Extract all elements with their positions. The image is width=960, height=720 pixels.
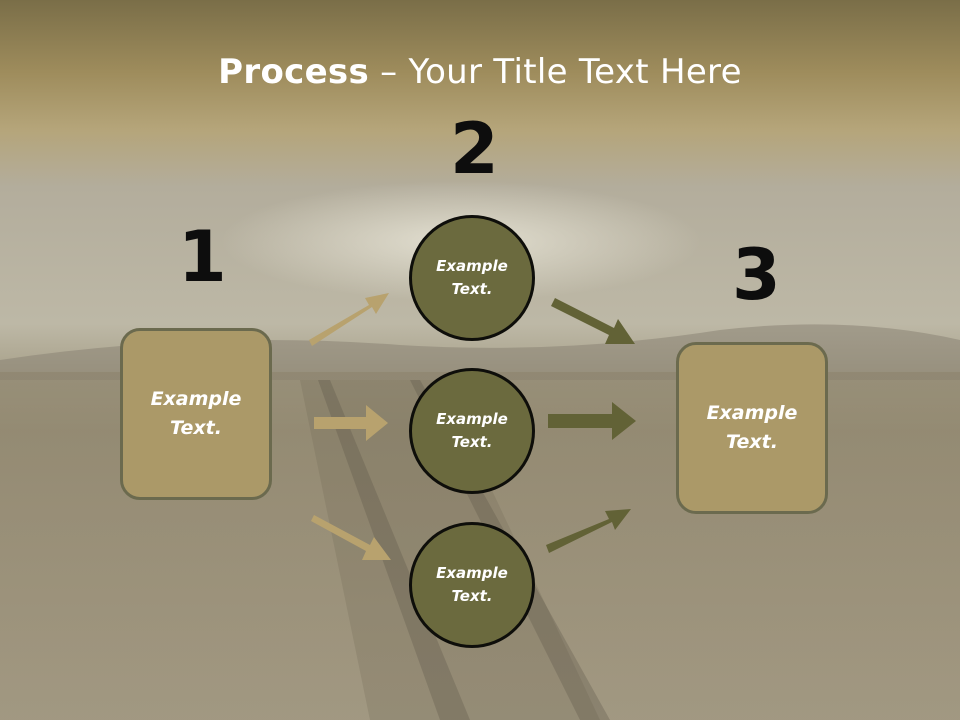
title-separator: – [369, 52, 409, 92]
arrow-middle-to-right [548, 402, 636, 440]
step-number-3: 3 [732, 234, 781, 316]
circle-middle-text: Example Text. [436, 410, 508, 451]
title-bold: Process [218, 52, 370, 92]
left-box-text: Example Text. [150, 388, 242, 439]
arrow-left-to-bottom [311, 515, 391, 560]
right-box-text: Example Text. [706, 402, 798, 453]
left-box[interactable]: Example Text. [120, 328, 272, 500]
circle-bottom[interactable]: Example Text. [409, 522, 535, 648]
slide-title: Process – Your Title Text Here [0, 52, 960, 92]
arrow-top-to-right [551, 298, 635, 344]
right-box[interactable]: Example Text. [676, 342, 828, 514]
arrow-bottom-to-right [546, 509, 631, 553]
step-number-1: 1 [178, 216, 227, 298]
arrow-left-to-top [309, 293, 389, 346]
circle-middle[interactable]: Example Text. [409, 368, 535, 494]
circle-bottom-text: Example Text. [436, 564, 508, 605]
step-number-2: 2 [450, 108, 499, 190]
circle-top[interactable]: Example Text. [409, 215, 535, 341]
title-rest: Your Title Text Here [408, 52, 742, 92]
arrow-left-to-middle [314, 405, 388, 441]
circle-top-text: Example Text. [436, 257, 508, 298]
